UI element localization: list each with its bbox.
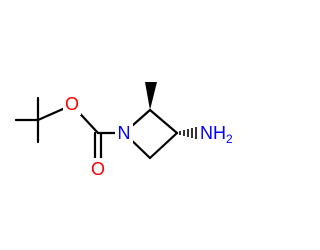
structure-diagram: O O N NH2 (14, 82, 238, 180)
carbonyl-oxygen-label: O (91, 159, 105, 179)
amine-label: NH2 (200, 123, 233, 146)
bond-ring-c3-c4 (148, 131, 179, 160)
hashed-wedge-amine (179, 127, 197, 139)
bond-ring-c2-c3 (148, 108, 179, 135)
ester-oxygen-label: O (65, 94, 79, 114)
amine-subscript: 2 (226, 132, 233, 146)
amine-nh-text: NH (200, 123, 226, 143)
atom-ring-nitrogen: N (115, 122, 133, 144)
atom-carbonyl-oxygen: O (89, 158, 107, 180)
atom-ester-oxygen: O (63, 93, 81, 115)
ring-nitrogen-label: N (118, 123, 131, 143)
atom-amine-nitrogen: NH2 (198, 122, 238, 146)
wedge-bond-methyl (145, 82, 157, 110)
